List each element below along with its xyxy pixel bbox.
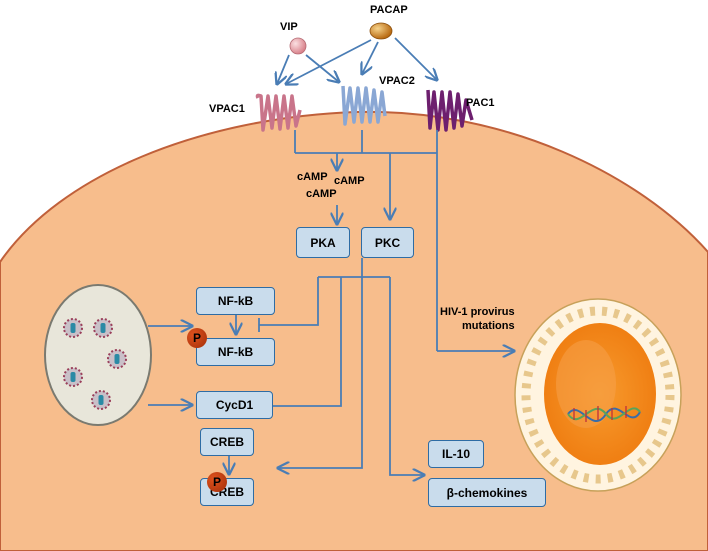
vpac1-label: VPAC1 <box>209 103 245 115</box>
arrow-to-il10 <box>389 277 424 475</box>
virion-particles <box>63 318 127 410</box>
camp-label-1: cAMP <box>297 171 328 183</box>
arrow-vip-vpac1 <box>277 54 290 84</box>
arrow-to-creb <box>278 277 363 468</box>
pac1-label: PAC1 <box>466 97 495 109</box>
vip-label: VIP <box>280 21 298 33</box>
vpac2-receptor <box>341 85 387 126</box>
creb-phospho-mark: P <box>207 472 227 492</box>
hiv-label-line1: HIV-1 provirus <box>440 306 515 318</box>
camp-label-3: cAMP <box>306 188 337 200</box>
pacap-label: PACAP <box>370 4 408 16</box>
arrow-pacap-pac1 <box>394 37 437 80</box>
arrow-pacap-vpac2 <box>362 41 379 74</box>
hiv-label-line2: mutations <box>462 320 515 332</box>
viral-vesicle <box>44 284 152 426</box>
arrow-vip-vpac2 <box>305 54 339 82</box>
creb-box: CREB <box>200 428 254 456</box>
pka-box: PKA <box>296 227 350 258</box>
dna-helix <box>567 406 641 422</box>
nucleus <box>514 298 682 492</box>
pacap-ligand <box>369 22 393 40</box>
cycd1-box: CycD1 <box>196 391 273 419</box>
il10-box: IL-10 <box>428 440 484 468</box>
vpac1-receptor <box>255 93 302 132</box>
arrow-pacap-vpac1 <box>286 39 372 84</box>
nfkb-phospho-mark: P <box>187 328 207 348</box>
creb-phospho-box: CREB <box>200 478 254 506</box>
inhibit-nfkb <box>259 277 319 326</box>
camp-label-2: cAMP <box>334 175 365 187</box>
pac1-receptor <box>426 89 474 132</box>
inhibit-cycd1 <box>259 277 342 407</box>
chemokines-box: β-chemokines <box>428 478 546 507</box>
nfkb-box: NF-kB <box>196 287 275 315</box>
vip-ligand <box>289 37 307 55</box>
pkc-box: PKC <box>361 227 414 258</box>
vpac2-label: VPAC2 <box>379 75 415 87</box>
nfkb-phospho-box: NF-kB <box>196 338 275 366</box>
